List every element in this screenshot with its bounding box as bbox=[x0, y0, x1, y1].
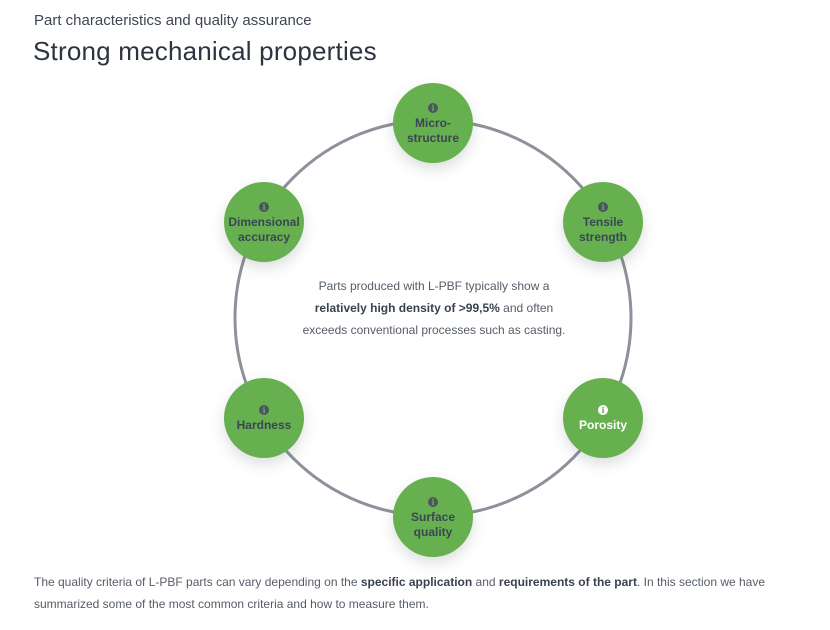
center-description: Parts produced with L-PBF typically show… bbox=[300, 275, 568, 341]
node-label: Surface quality bbox=[410, 509, 456, 539]
node-label: Porosity bbox=[578, 418, 627, 432]
info-icon: i bbox=[428, 496, 438, 507]
footer-text-3: . In this section we have summarized som… bbox=[34, 575, 766, 611]
footer-paragraph: The quality criteria of L-PBF parts can … bbox=[34, 571, 804, 615]
node-hardness[interactable]: i Hardness bbox=[224, 378, 304, 458]
node-label: Dimensional accuracy bbox=[228, 214, 300, 244]
node-label: Micro- structure bbox=[406, 115, 459, 145]
center-text-before: Parts produced with L-PBF typically show… bbox=[318, 279, 550, 293]
node-dimensional-accuracy[interactable]: i Dimensional accuracy bbox=[224, 182, 304, 262]
info-icon: i bbox=[598, 405, 608, 415]
center-text-after: and often exceeds conventional processes… bbox=[302, 301, 566, 337]
section-eyebrow: Part characteristics and quality assuran… bbox=[34, 12, 312, 29]
footer-text-1: The quality criteria of L-PBF parts can … bbox=[34, 575, 361, 589]
footer-text-2: and bbox=[472, 575, 499, 589]
footer-bold-2: requirements of the part bbox=[498, 575, 637, 589]
node-label: Hardness bbox=[236, 418, 292, 432]
center-text-bold: relatively high density of >99,5% bbox=[314, 301, 500, 315]
info-icon: i bbox=[428, 102, 438, 113]
info-icon: i bbox=[259, 405, 269, 415]
page-title: Strong mechanical properties bbox=[33, 36, 377, 66]
node-surface-quality[interactable]: i Surface quality bbox=[393, 477, 473, 557]
node-tensile-strength[interactable]: i Tensile strength bbox=[563, 182, 643, 262]
footer-bold-1: specific application bbox=[360, 575, 473, 589]
node-micro-structure[interactable]: i Micro- structure bbox=[393, 83, 473, 163]
info-icon: i bbox=[259, 201, 269, 212]
info-icon: i bbox=[598, 201, 608, 212]
node-label: Tensile strength bbox=[579, 214, 627, 244]
node-porosity[interactable]: i Porosity bbox=[563, 378, 643, 458]
